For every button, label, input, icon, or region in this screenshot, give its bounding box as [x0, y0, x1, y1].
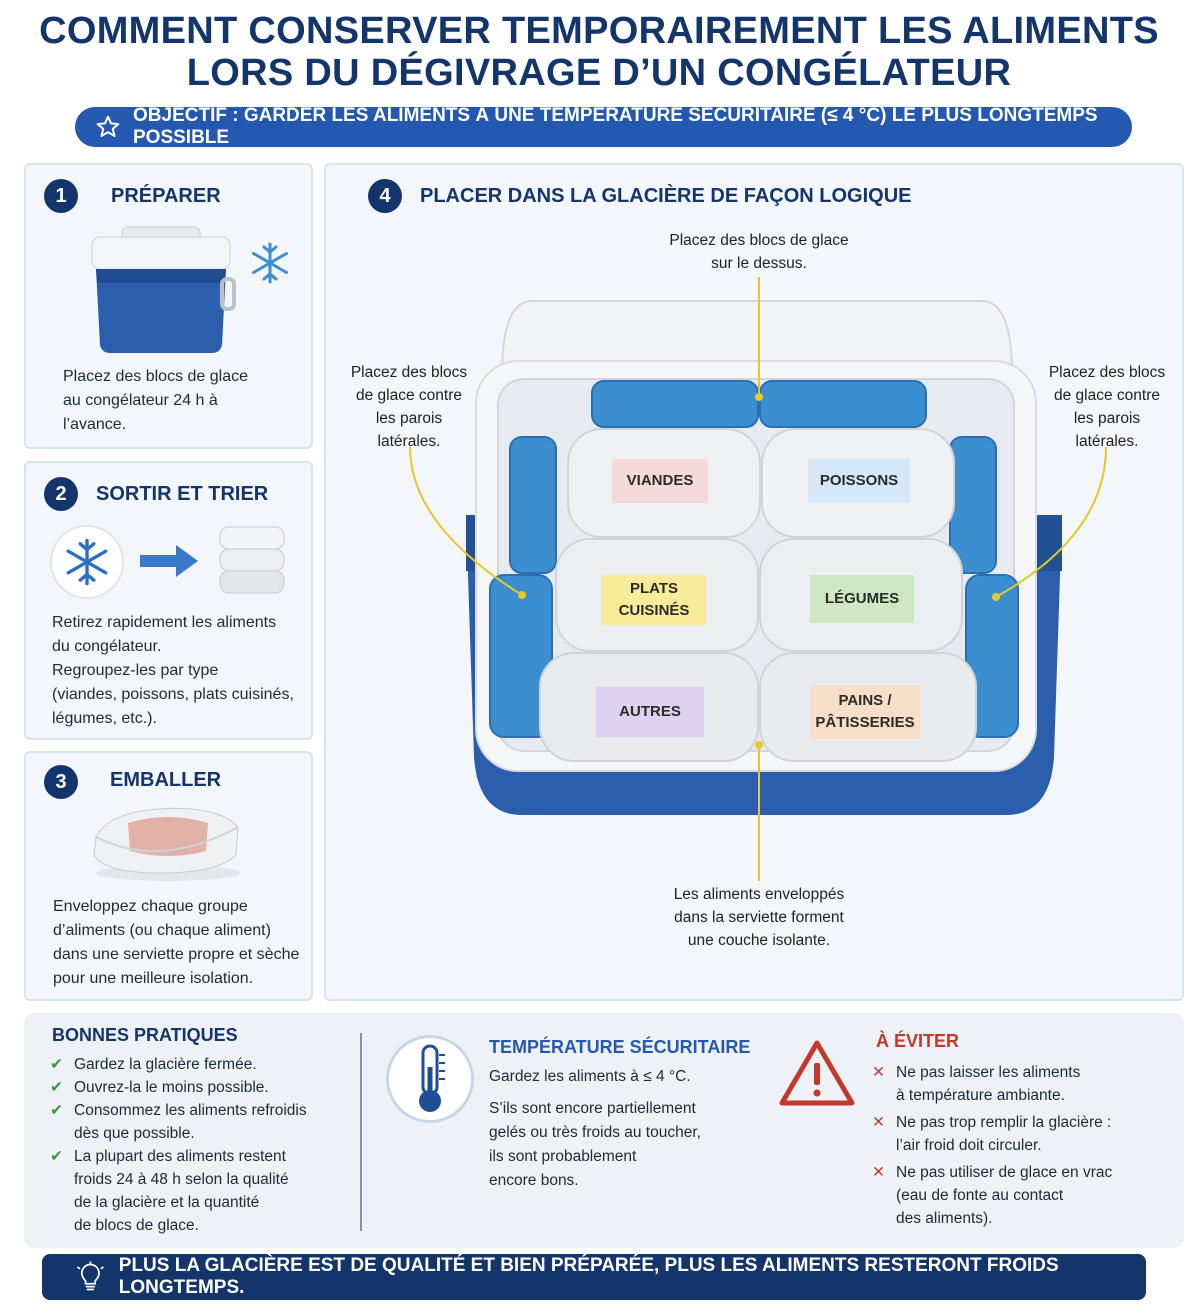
snowflake-circle: [50, 525, 124, 599]
callout-bottom: Les aliments enveloppés dans la serviett…: [673, 886, 845, 949]
label-poissons: POISSONS: [808, 459, 910, 503]
step-number: 1: [44, 179, 78, 213]
temperature-title: TEMPÉRATURE SÉCURITAIRE: [489, 1037, 751, 1057]
page-title-line1: COMMENT CONSERVER TEMPORAIREMENT LES ALI…: [39, 10, 1159, 52]
lightbulb-icon: [77, 1261, 104, 1291]
step-text: Enveloppez chaque groupe d’aliments (ou …: [53, 898, 300, 987]
cross-icon: ✕: [872, 1064, 885, 1081]
avoid-title: À ÉVITER: [876, 1031, 960, 1051]
temperature-line: Gardez les aliments à ≤ 4 °C.: [489, 1068, 691, 1085]
warning-icon: [779, 1040, 855, 1106]
step-title: PLACER DANS LA GLACIÈRE DE FAÇON LOGIQUE: [420, 185, 912, 207]
step-card-sort: 2 SORTIR ET TRIER Retirez rapidement les…: [24, 461, 313, 740]
step-card-wrap: 3 EMBALLER Enveloppez chaque groupe d’al…: [24, 751, 313, 1001]
step-title: EMBALLER: [110, 769, 222, 791]
list-item: ✕Ne pas trop remplir la glacière :l’air …: [872, 1111, 1172, 1157]
step-text: Placez des blocs de glace au congélateur…: [63, 368, 248, 433]
step-text: Retirez rapidement les aliments du congé…: [52, 614, 294, 727]
step-number: 3: [44, 765, 78, 799]
step-title: SORTIR ET TRIER: [96, 483, 269, 505]
divider: [360, 1033, 362, 1231]
label-legumes: LÉGUMES: [810, 575, 914, 623]
callout-top: Placez des blocs de glace sur le dessus.: [669, 232, 849, 272]
check-icon: ✔: [50, 1102, 63, 1119]
snowflake-icon: [66, 538, 108, 586]
step-number: 4: [368, 179, 402, 213]
label-viandes: VIANDES: [612, 459, 708, 503]
objective-banner: OBJECTIF : GARDER LES ALIMENTS À UNE TEM…: [75, 105, 1132, 148]
wrapped-food-icon: [93, 807, 240, 881]
good-practices-title: BONNES PRATIQUES: [52, 1025, 238, 1045]
arrow-right-icon: [140, 545, 198, 577]
check-icon: ✔: [50, 1148, 63, 1165]
cross-icon: ✕: [872, 1114, 885, 1131]
callout-left: Placez des blocs de glace contre les par…: [350, 364, 468, 450]
list-item: ✕Ne pas utiliser de glace en vrac(eau de…: [872, 1161, 1172, 1230]
open-cooler-illustration: [409, 277, 1107, 881]
check-icon: ✔: [50, 1056, 63, 1073]
step-card-place: 4 PLACER DANS LA GLACIÈRE DE FAÇON LOGIQ…: [324, 163, 1184, 1001]
cooler-icon: [91, 226, 236, 353]
list-item: ✔Gardez la glacière fermée.: [50, 1053, 350, 1076]
footer-text: PLUS LA GLACIÈRE EST DE QUALITÉ ET BIEN …: [118, 1255, 1059, 1298]
cross-icon: ✕: [872, 1164, 885, 1181]
label-pains-patisseries: PAINS /PÂTISSERIES: [810, 685, 920, 739]
tips-panel: BONNES PRATIQUES ✔Gardez la glacière fer…: [24, 1013, 1184, 1248]
callout-right: Placez des blocs de glace contre les par…: [1048, 364, 1166, 450]
temperature-paragraph: S’ils sont encore partiellement gelés ou…: [489, 1100, 701, 1189]
footer-banner: PLUS LA GLACIÈRE EST DE QUALITÉ ET BIEN …: [42, 1254, 1146, 1300]
check-icon: ✔: [50, 1079, 63, 1096]
star-icon: [96, 115, 120, 137]
folded-towels-icon: [219, 526, 285, 594]
thermometer-badge: [386, 1035, 474, 1123]
page-title-line2: LORS DU DÉGIVRAGE D’UN CONGÉLATEUR: [186, 52, 1012, 94]
list-item: ✔Ouvrez-la le moins possible.: [50, 1076, 350, 1099]
step-card-prepare: 1 PRÉPARER Placez des blocs de glace au …: [24, 163, 313, 449]
objective-text: OBJECTIF : GARDER LES ALIMENTS À UNE TEM…: [133, 105, 1098, 148]
thermometer-icon: [419, 1044, 445, 1112]
step-number: 2: [44, 477, 78, 511]
label-autres: AUTRES: [596, 687, 704, 737]
good-practices-list: ✔Gardez la glacière fermée. ✔Ouvrez-la l…: [50, 1053, 350, 1237]
snowflake-icon: [252, 242, 288, 284]
page-title: COMMENT CONSERVER TEMPORAIREMENT LES ALI…: [0, 10, 1198, 94]
step-title: PRÉPARER: [111, 185, 221, 207]
